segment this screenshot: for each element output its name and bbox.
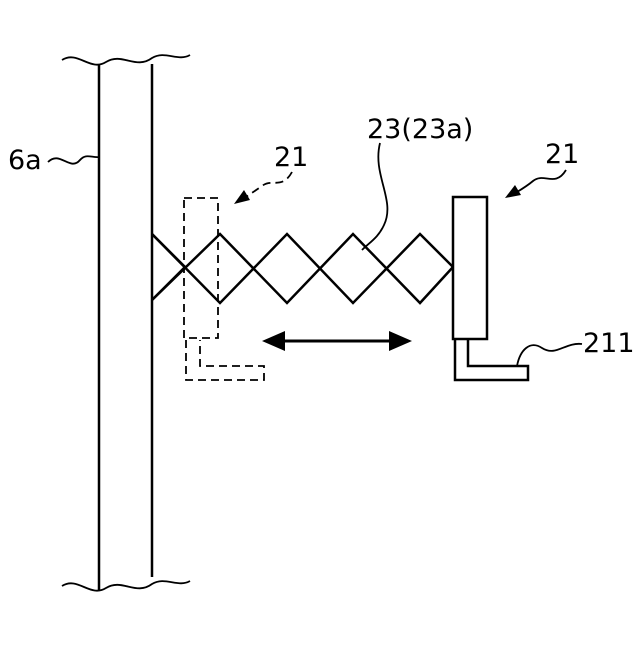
holder-extended xyxy=(453,197,528,380)
label-21: 21 xyxy=(545,139,579,170)
bellows-zigzag-left-start xyxy=(152,234,185,300)
label-21-dashed-arrowhead xyxy=(234,190,250,204)
label-211-leader xyxy=(517,344,582,366)
holder-body xyxy=(453,197,487,339)
label-21-dashed-leader xyxy=(246,172,292,197)
wall-panel xyxy=(62,55,190,591)
label-wall: 6a xyxy=(8,145,99,176)
label-23: 23(23a) xyxy=(367,114,473,145)
holder-bracket-211 xyxy=(455,339,528,380)
label-21-dashed: 21 xyxy=(274,142,308,173)
movement-arrow xyxy=(262,331,412,351)
label-23-leader xyxy=(362,143,387,250)
holder-retracted-dashed xyxy=(184,198,264,380)
wall-top-break-line xyxy=(62,55,190,65)
bellows-zigzag-lower xyxy=(152,234,453,303)
label-6a-leader xyxy=(48,156,99,164)
movement-arrowhead-right xyxy=(389,331,412,351)
wall-bottom-break-line xyxy=(62,581,190,591)
holder-dashed-body xyxy=(184,198,218,338)
label-21-arrowhead xyxy=(505,185,521,198)
label-holder-dashed: 21 xyxy=(234,142,308,204)
label-bellows: 23(23a) xyxy=(362,114,473,250)
label-211: 211 xyxy=(583,328,635,359)
label-bracket: 211 xyxy=(517,328,635,366)
movement-arrowhead-left xyxy=(262,331,285,351)
holder-dashed-bracket xyxy=(186,340,264,380)
bellows-mechanism xyxy=(152,234,453,303)
label-holder: 21 xyxy=(505,139,579,198)
label-21-leader xyxy=(517,170,566,192)
label-6a: 6a xyxy=(8,145,42,176)
bellows-zigzag-upper xyxy=(152,234,453,303)
